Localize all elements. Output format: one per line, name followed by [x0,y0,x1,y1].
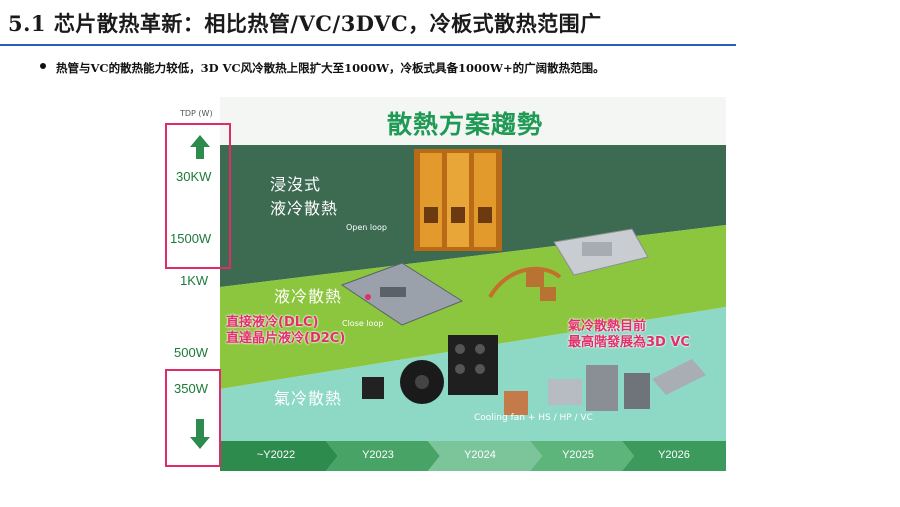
heat-sinks-image [504,359,706,415]
figure-title: 散熱方案趨勢 [387,110,544,139]
immersion-zone-label: 浸沒式 液冷散熱 [270,175,339,218]
bullet-icon [40,63,46,69]
bullet-text: 热管与VC的散热能力较低，3D VC风冷散热上限扩大至1000W，冷板式具备10… [56,61,605,75]
liquid-zone-label: 液冷散熱 [274,287,343,306]
tdp-value-350w: 350W [174,381,208,396]
cold-plate-image [553,228,649,276]
timeline-label-y2024: Y2024 [464,449,496,461]
cooling-trend-figure: 散熱方案趨勢 TDP (W) 30KW 1500W 1KW 500W 350W … [162,97,726,471]
air-cooling-note: 氣冷散熱目前 最高階發展為3D VC [568,319,690,350]
high-tdp-highlight [165,123,231,269]
timeline-label-y2023: Y2023 [362,449,394,461]
open-loop-label: Open loop [346,223,387,232]
tdp-value-30kw: 30KW [176,169,212,184]
title-divider [0,44,736,46]
axis-column [162,97,220,471]
tdp-value-1500w: 1500W [170,231,212,246]
server-tray-image [340,262,464,326]
immersion-tank-image [414,149,502,251]
arrow-down-icon [190,419,210,449]
air-zone-label: 氣冷散熱 [274,389,343,408]
arrow-up-icon [190,135,210,159]
air-zone-components-label: Cooling fan + HS / HP / VC [474,413,593,423]
timeline-bar [220,441,726,471]
figure-background [162,97,726,471]
cooling-fans-image [362,335,498,404]
tdp-value-1kw: 1KW [180,273,209,288]
low-tdp-highlight [165,369,221,467]
dlc-note: 直接液冷(DLC) 直達晶片液冷(D2C) [226,315,346,346]
tdp-axis-label: TDP (W) [180,109,213,118]
timeline-label-y2022: ~Y2022 [256,449,296,461]
timeline-label-y2026: Y2026 [658,449,690,461]
timeline-label-y2025: Y2025 [562,449,594,461]
heat-pipe-image [488,266,562,301]
close-loop-label: Close loop [342,319,384,328]
tdp-value-500w: 500W [174,345,208,360]
page-title: 5.1 芯片散热革新：相比热管/VC/3DVC，冷板式散热范围广 [8,11,602,36]
